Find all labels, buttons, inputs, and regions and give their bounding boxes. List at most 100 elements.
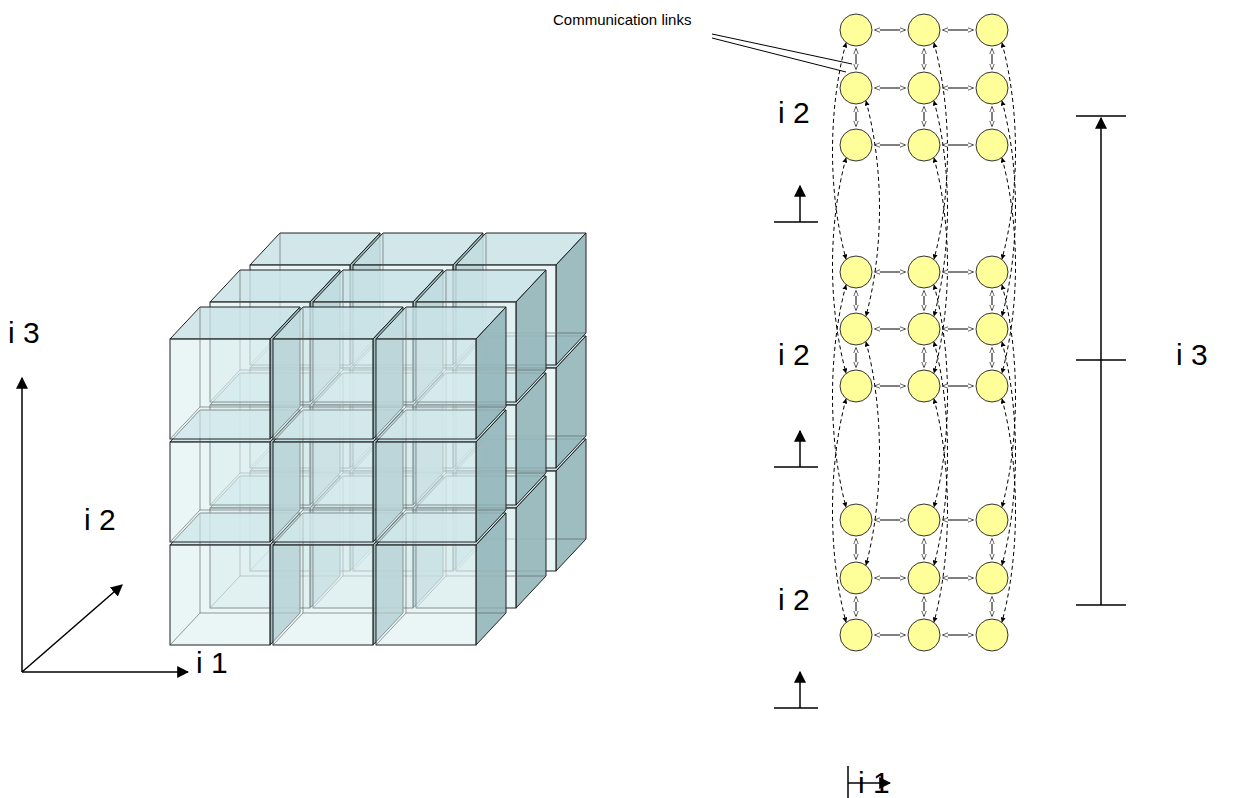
i1-link — [943, 145, 973, 146]
stroke — [170, 613, 200, 645]
i1-link — [875, 329, 905, 330]
cube-front — [273, 339, 373, 439]
processor-node — [976, 504, 1008, 536]
i1-link — [875, 272, 905, 273]
processor-node — [908, 256, 940, 288]
processor-node — [840, 504, 872, 536]
i1-link — [875, 578, 905, 579]
processor-node — [908, 562, 940, 594]
axis-label: i 3 — [8, 316, 40, 349]
axis-label: i 1 — [196, 646, 228, 679]
cube-side — [476, 307, 506, 439]
processor-node — [840, 619, 872, 651]
i2-link — [992, 49, 993, 69]
i2-link — [856, 291, 857, 310]
cube-front — [170, 339, 270, 439]
i3-link — [866, 101, 880, 316]
processor-node — [840, 256, 872, 288]
i1-link — [875, 30, 905, 31]
callout-label: Communication links — [553, 12, 691, 29]
i2-link — [856, 348, 857, 367]
i2-link — [924, 597, 925, 616]
stroke — [406, 407, 506, 408]
processor-node — [840, 129, 872, 161]
i2-link — [924, 291, 925, 310]
cube-front — [273, 442, 373, 542]
processor-node — [908, 370, 940, 402]
processor-node — [976, 129, 1008, 161]
processor-node — [840, 72, 872, 104]
stroke — [406, 613, 506, 614]
processor-node — [976, 370, 1008, 402]
stroke — [170, 510, 200, 542]
processor-node — [908, 72, 940, 104]
i2-link — [992, 348, 993, 367]
stroke — [406, 510, 506, 511]
processor-node — [976, 14, 1008, 46]
leader-lines — [712, 34, 852, 72]
i1-link — [943, 329, 973, 330]
i2-link — [856, 107, 857, 126]
axis-label: i 2 — [84, 503, 116, 536]
i1-link — [875, 88, 905, 89]
cube-front — [170, 442, 270, 542]
stroke — [170, 407, 200, 439]
i1-link — [943, 272, 973, 273]
stroke — [303, 307, 304, 407]
i2-link — [924, 107, 925, 126]
cube-front — [376, 545, 476, 645]
processor-node — [840, 14, 872, 46]
processor-node — [976, 313, 1008, 345]
i2-link — [992, 291, 993, 310]
stroke — [200, 307, 201, 407]
cube-front — [376, 442, 476, 542]
axis-label: i 2 — [778, 338, 810, 371]
processor-node — [976, 256, 1008, 288]
i2-link — [924, 49, 925, 69]
processor-node — [976, 619, 1008, 651]
i1-link — [875, 386, 905, 387]
cube-side — [516, 270, 546, 402]
processor-node — [908, 129, 940, 161]
cube-front — [273, 545, 373, 645]
processor-node — [908, 14, 940, 46]
axis-label: i 1 — [858, 766, 890, 798]
stroke — [406, 307, 407, 407]
i2-link — [992, 107, 993, 126]
i2-link — [856, 539, 857, 559]
stroke — [273, 407, 303, 439]
i1-link — [943, 88, 973, 89]
i1-link — [875, 635, 905, 636]
i2-link — [856, 597, 857, 616]
processor-node — [840, 313, 872, 345]
i2-link — [856, 49, 857, 69]
stroke — [273, 510, 303, 542]
i1-link — [943, 635, 973, 636]
processor-node — [840, 562, 872, 594]
i1-link — [943, 520, 973, 521]
i3-link — [934, 101, 948, 316]
axes — [22, 378, 188, 672]
cube-grid — [170, 233, 586, 645]
i1-link — [875, 145, 905, 146]
i3-link — [1002, 101, 1016, 316]
axis-label: i 2 — [778, 96, 810, 129]
axis-label: i 2 — [778, 583, 810, 616]
axis-label: i 3 — [1176, 338, 1208, 371]
i2-link — [992, 597, 993, 616]
cube-front — [170, 545, 270, 645]
processor-array — [833, 14, 1016, 651]
axis-arrows — [774, 116, 1126, 798]
cube-side — [556, 233, 586, 365]
processor-node — [976, 562, 1008, 594]
cube-front — [376, 339, 476, 439]
stroke — [376, 510, 406, 542]
processor-node — [908, 619, 940, 651]
i1-link — [943, 386, 973, 387]
stroke — [273, 613, 303, 645]
processor-node — [976, 72, 1008, 104]
i1-link — [943, 30, 973, 31]
processor-node — [908, 313, 940, 345]
stroke — [376, 407, 406, 439]
